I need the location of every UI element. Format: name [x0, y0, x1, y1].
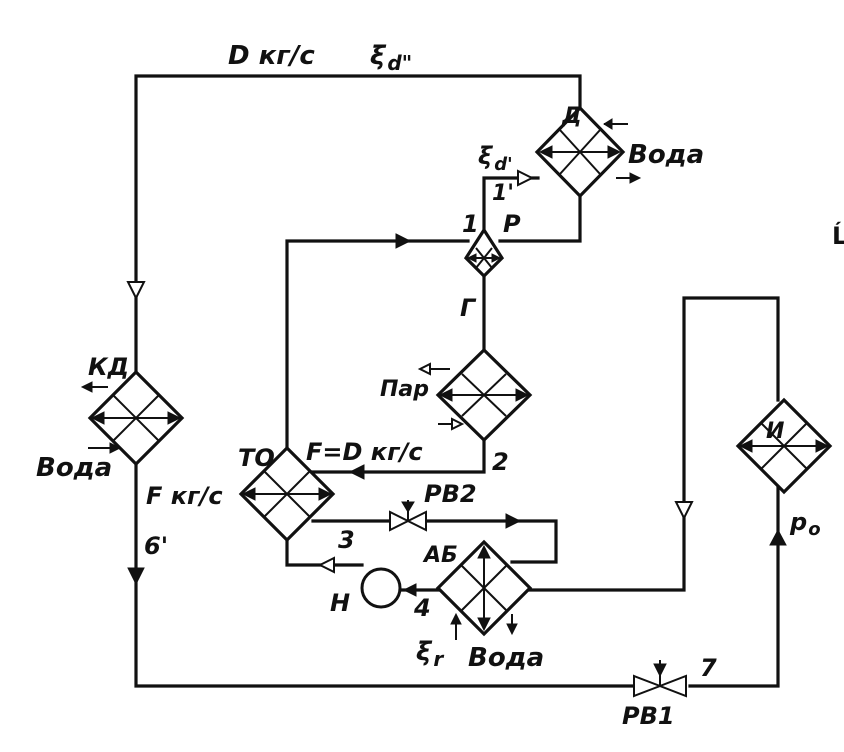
label-f-eq: F=D кг/с	[306, 438, 423, 466]
pipe-evaporator-to-absorber	[526, 296, 780, 592]
label-rv1: РВ1	[622, 702, 675, 730]
generator-g	[435, 347, 533, 443]
flow-arrows	[80, 118, 787, 640]
pipe-d-to-kd	[134, 74, 582, 374]
label-point-1prime: 1'	[492, 181, 514, 206]
label-voda-kd: Вода	[36, 453, 112, 483]
label-point-3: 3	[338, 526, 355, 554]
label-unit-to: ТО	[238, 444, 275, 472]
evaporator-i	[735, 397, 833, 495]
label-point-1: 1	[462, 210, 479, 238]
label-unit-g: Г	[460, 294, 477, 322]
pipe-rv2-to-ab	[426, 519, 558, 564]
pipe-to-to-r	[285, 239, 470, 452]
label-p0: po	[789, 508, 821, 540]
label-voda-ab: Вода	[468, 643, 544, 673]
valve-rv2	[389, 500, 427, 532]
pipe-rv1-to-evaporator	[688, 463, 780, 688]
label-point-2: 2	[492, 448, 509, 476]
condenser-kd	[87, 369, 185, 467]
dephlegmator-d	[534, 105, 626, 199]
pipe-kd-to-rv1	[134, 456, 634, 688]
pipelines	[134, 74, 780, 688]
pipe-g-to-to	[310, 438, 486, 474]
label-unit-ab: АБ	[422, 543, 458, 568]
label-rv2: РВ2	[424, 480, 477, 508]
absorber-ab	[435, 539, 533, 637]
label-point-p: Р	[503, 210, 521, 238]
label-point-4: 4	[413, 594, 431, 622]
heat-exchanger-to	[238, 445, 336, 543]
label-pump-h: Н	[330, 589, 350, 617]
label-d-flow: D кг/с	[228, 41, 315, 71]
label-point-6prime: 6'	[144, 532, 168, 560]
label-voda-d: Вода	[628, 140, 704, 170]
rectifier-p	[463, 227, 505, 279]
pump-h	[360, 567, 402, 609]
label-par: Пар	[380, 377, 429, 402]
edge-mark: Ĺ	[832, 221, 844, 250]
label-point-7: 7	[700, 654, 717, 682]
pipe-to-to-pump	[285, 533, 364, 567]
label-f-flow: F кг/с	[146, 482, 223, 510]
label-unit-kd: КД	[88, 353, 129, 381]
label-unit-i: И	[766, 419, 784, 444]
valve-rv1	[633, 660, 687, 698]
pipe-r-to-d	[498, 193, 582, 243]
label-unit-d: Д	[561, 104, 582, 129]
